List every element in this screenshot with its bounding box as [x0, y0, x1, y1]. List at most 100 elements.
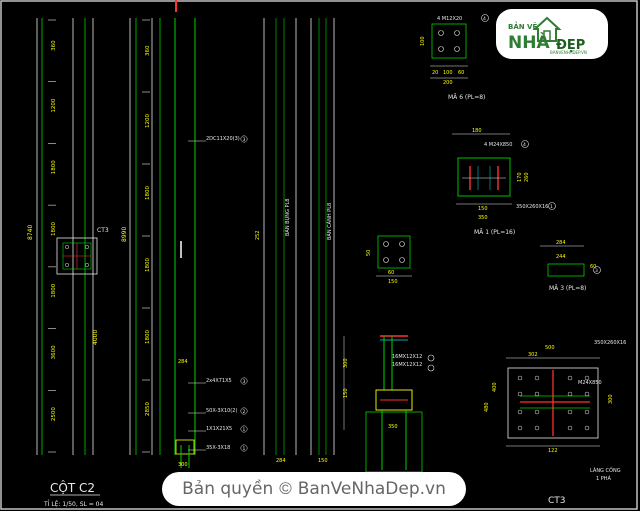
elev1-dim-label: 1800 — [51, 283, 57, 297]
callout-text: 35X-3X18 — [206, 445, 230, 451]
elev1-dim-label: 2500 — [51, 407, 57, 421]
elev1-total-dim: 8740 — [27, 225, 34, 240]
plan-dim-top: 302 — [528, 352, 538, 358]
ct3-title: CT3 — [548, 496, 566, 506]
plan-dim-right: 300 — [608, 394, 614, 404]
elev2-dim-label: 1800 — [145, 186, 151, 200]
small-total: 150 — [388, 279, 398, 285]
elev1-dim-label: 3600 — [51, 345, 57, 359]
logo-line-3: ĐẸP — [556, 38, 586, 53]
logo-line-1: BẢN VẼ — [508, 23, 538, 31]
ma6-dim-h0: 20 — [432, 70, 438, 76]
cross-section-1: BẢN BỤNG PL8 284 252 — [255, 18, 297, 464]
copyright-site[interactable]: BanVeNhaDep.vn — [297, 479, 446, 499]
callout-bubble — [240, 407, 248, 415]
ma3-title: MÃ 3 (PL=8) — [549, 285, 586, 292]
callout-num: 1 — [243, 427, 246, 433]
callout-text: 2DC11X20(3) — [206, 136, 240, 142]
ma6-dim-h2: 60 — [458, 70, 464, 76]
bolt-icon — [584, 425, 590, 431]
bolt-icon — [84, 244, 90, 250]
column-subtitle: TỈ LỆ: 1/50, SL = 04 — [43, 500, 104, 508]
detail-ma1: 180 4 M24X850 4 260 170 150 350 350X260X… — [452, 128, 556, 236]
callout-bubble — [240, 377, 248, 385]
ma6-bolt-spec: 4 M12X20 — [437, 16, 462, 22]
callout-num: 3 — [243, 379, 246, 385]
cs1-bottom-dim: 284 — [276, 458, 286, 464]
cs-total-dim: 252 — [255, 230, 261, 240]
ma3-dim-top: 284 — [556, 240, 566, 246]
logo-line-2: NHÀ — [508, 33, 550, 53]
bolt-icon — [584, 375, 590, 381]
ma1-dims-top: 180 — [472, 128, 482, 134]
bolt-icon — [517, 391, 523, 397]
detail-base: 16MX12X12 16MX12X12 300 150 350 — [343, 335, 435, 473]
ma6-dim-h1: 100 — [443, 70, 453, 76]
callout-text: 50X-3X10(2) — [206, 408, 237, 414]
ma1-dim-bottom: 150 — [478, 206, 488, 212]
bolt-icon — [64, 244, 70, 250]
plan-dim-left: 480 — [484, 402, 490, 412]
ma1-rebar-num: 1 — [550, 204, 553, 210]
elev1-dim-label: 1200 — [51, 98, 57, 112]
elev1-dim-label: 1800 — [51, 160, 57, 174]
ma3-dim-mid: 244 — [556, 254, 566, 260]
plan-bolt-label: M24X850 — [578, 380, 602, 386]
ma6-title: MÃ 6 (PL=8) — [448, 94, 485, 101]
bolt-icon — [517, 425, 523, 431]
brand-logo: BẢN VẼ NHÀ ĐẸP BANVENHADEP.VN — [496, 9, 608, 59]
bolt-icon — [64, 262, 70, 268]
cross-section-2: BẢN CÁNH PL8 150 — [310, 18, 335, 464]
detail-plan: 302 500 350X260X16 M24X850 480 400 122 3… — [484, 340, 626, 482]
ma6-dim-v: 100 — [420, 36, 426, 46]
base-label-1: 16MX12X12 — [392, 354, 422, 360]
cs2-bottom-dim: 150 — [318, 458, 328, 464]
callout-num: 2 — [243, 409, 246, 415]
elev2-dim-label: 1800 — [145, 258, 151, 272]
ma1-rebar-spec: 350X260X16 — [516, 204, 548, 210]
bolt-icon — [534, 409, 540, 415]
bolt-icon — [567, 375, 573, 381]
logo-tagline: BANVENHADEP.VN — [550, 50, 587, 55]
base-dim-150: 150 — [343, 388, 349, 398]
elev1-bottom-dim: 4000 — [92, 330, 99, 345]
bolt-icon — [584, 409, 590, 415]
elev2-dim-label: 2850 — [145, 402, 151, 416]
ma6-total-h: 200 — [443, 80, 453, 86]
ma3-side: 60 — [590, 264, 596, 270]
elev2-dim-label: 1800 — [145, 330, 151, 344]
bolt-icon — [567, 391, 573, 397]
ma6-num: 4 — [483, 16, 486, 22]
plan-dim-left-2: 400 — [492, 382, 498, 392]
elev1-dim-label: 1800 — [51, 222, 57, 236]
base-label-2: 16MX12X12 — [392, 362, 422, 368]
detail-ma6: 4 M12X20 4 20 100 60 200 100 MÃ 6 (PL=8) — [420, 14, 489, 101]
house-icon — [532, 16, 562, 42]
ma1-right-total: 260 — [524, 172, 530, 182]
callout-num: 1 — [243, 446, 246, 452]
base-dim-300: 300 — [343, 358, 349, 368]
bolt-icon — [84, 262, 90, 268]
bolt-icon — [517, 375, 523, 381]
callout-text: 1X1X21X5 — [206, 426, 232, 432]
column-center: 300 284 — [175, 359, 195, 468]
small-dim-mid: 60 — [388, 270, 394, 276]
elev2-dim-label: 1200 — [145, 114, 151, 128]
ct-label: CT3 — [97, 227, 109, 234]
ma1-bolt-num: 4 — [523, 142, 526, 148]
small-side: 50 — [366, 250, 372, 256]
copyright-icon: © — [279, 479, 292, 498]
copyright-label: Bản quyền — [182, 479, 274, 499]
ma1-bolt-spec: 4 M24X850 — [484, 142, 512, 148]
base-bottom-dim: 350 — [388, 424, 398, 430]
elev1-dim-label: 360 — [51, 40, 57, 51]
ma1-total: 350 — [478, 215, 488, 221]
detail-small-plate: 60 150 50 — [366, 235, 412, 285]
detail-ma3: 284 244 60 3 MÃ 3 (PL=8) — [540, 240, 601, 292]
callout-bubble — [240, 425, 248, 433]
callout-text: 2x4X71X5 — [206, 378, 232, 384]
